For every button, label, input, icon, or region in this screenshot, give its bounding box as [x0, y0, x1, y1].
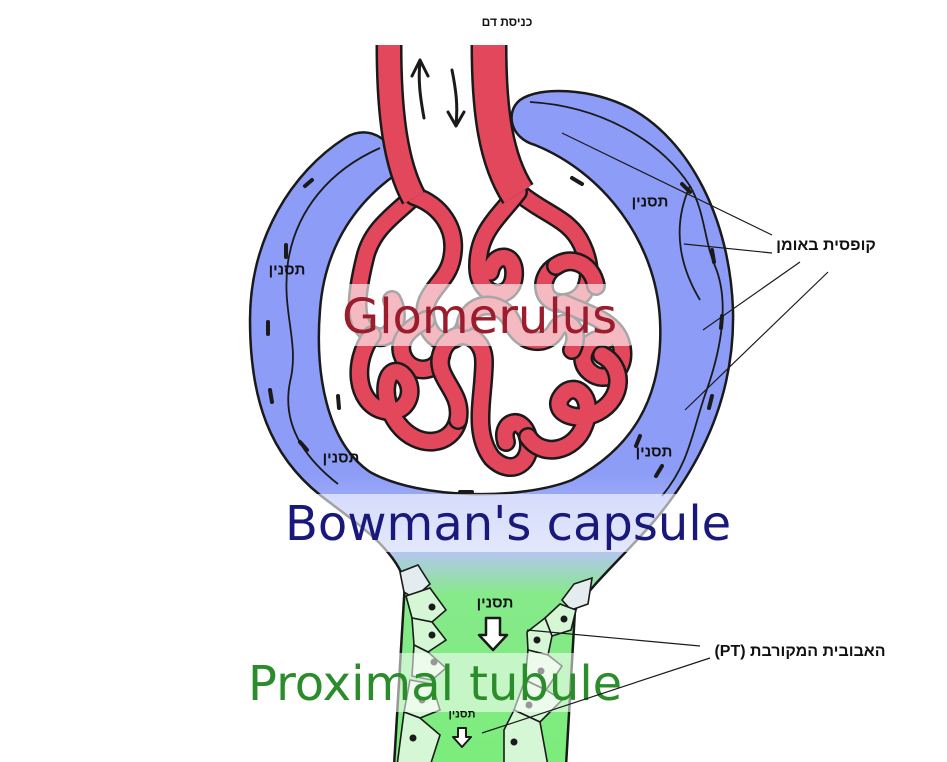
- cell-nucleus: [533, 636, 541, 644]
- nucleus: [707, 394, 714, 410]
- nucleus: [719, 314, 724, 330]
- nucleus: [268, 388, 274, 404]
- bowmans-capsule-label-band: [278, 494, 740, 552]
- proximal-tubule-hebrew-label: האבובית המקורבת (PT): [714, 643, 886, 660]
- tubule-cell: [503, 708, 549, 762]
- arrow-down-icon: [446, 68, 466, 128]
- efferent-arteriole: [378, 44, 424, 204]
- bowmans-capsule-label: Bowman's capsule: [285, 496, 731, 552]
- capillary-loop: [470, 184, 526, 302]
- nucleus: [298, 440, 309, 452]
- filtrate-label: תסנין: [476, 594, 514, 612]
- left-arm-cell-line: [285, 147, 381, 485]
- glomerulus-label-band: [330, 284, 634, 346]
- capillary-loop: [432, 328, 537, 475]
- blood-flow-arrows: [410, 58, 466, 128]
- nucleus: [336, 394, 341, 410]
- capillary-loop: [520, 347, 626, 458]
- right-arm-cell-line: [529, 101, 724, 497]
- nucleus: [680, 182, 692, 194]
- nucleus: [303, 178, 314, 188]
- nucleus: [710, 248, 716, 264]
- afferent-arteriole: [473, 44, 532, 203]
- cell-nucleus: [428, 603, 436, 611]
- filtrate-label: תסנין: [268, 261, 306, 279]
- nucleus: [654, 464, 664, 478]
- tubule-cell: [405, 587, 448, 623]
- leader-lines: [481, 132, 829, 734]
- proximal-tubule-label-band: [240, 653, 640, 712]
- nucleus: [634, 434, 642, 448]
- filtrate-arrow-icon: [477, 616, 509, 652]
- tubule-cell: [396, 710, 441, 762]
- cell-nucleus: [560, 615, 568, 623]
- cell-nucleus: [409, 734, 417, 742]
- capillary-loop: [351, 327, 466, 449]
- filtrate-label: תסנין: [635, 443, 673, 461]
- leader-line: [481, 657, 711, 734]
- nucleus: [570, 176, 584, 186]
- neck-cell: [560, 576, 593, 611]
- cell-nucleus: [428, 631, 436, 639]
- bowmans-capsule-hebrew-label: קופסית באומן: [776, 237, 876, 254]
- right-arm-inner-cell-line: [678, 185, 701, 301]
- filtrate-label: תסנין: [322, 449, 360, 467]
- leader-line: [561, 132, 773, 236]
- filtrate-label: תסנין: [631, 193, 669, 211]
- leader-line: [684, 271, 829, 411]
- filtrate-label: תסנין: [448, 708, 476, 721]
- leader-line: [702, 261, 801, 331]
- capillary-loop: [548, 253, 604, 294]
- leader-line: [683, 243, 773, 254]
- leader-line: [526, 629, 701, 647]
- parietal-nuclei: [266, 176, 724, 494]
- parietal-cell-lines: [285, 101, 724, 497]
- blood-entry-label: כניסת דם: [481, 15, 533, 29]
- arrow-up-icon: [410, 58, 430, 120]
- filtrate-arrow-small-icon: [452, 727, 472, 748]
- proximal-tubule-label: Proximal tubule: [248, 656, 622, 712]
- glomerulus-label: Glomerulus: [342, 289, 617, 345]
- cell-nucleus: [510, 738, 518, 746]
